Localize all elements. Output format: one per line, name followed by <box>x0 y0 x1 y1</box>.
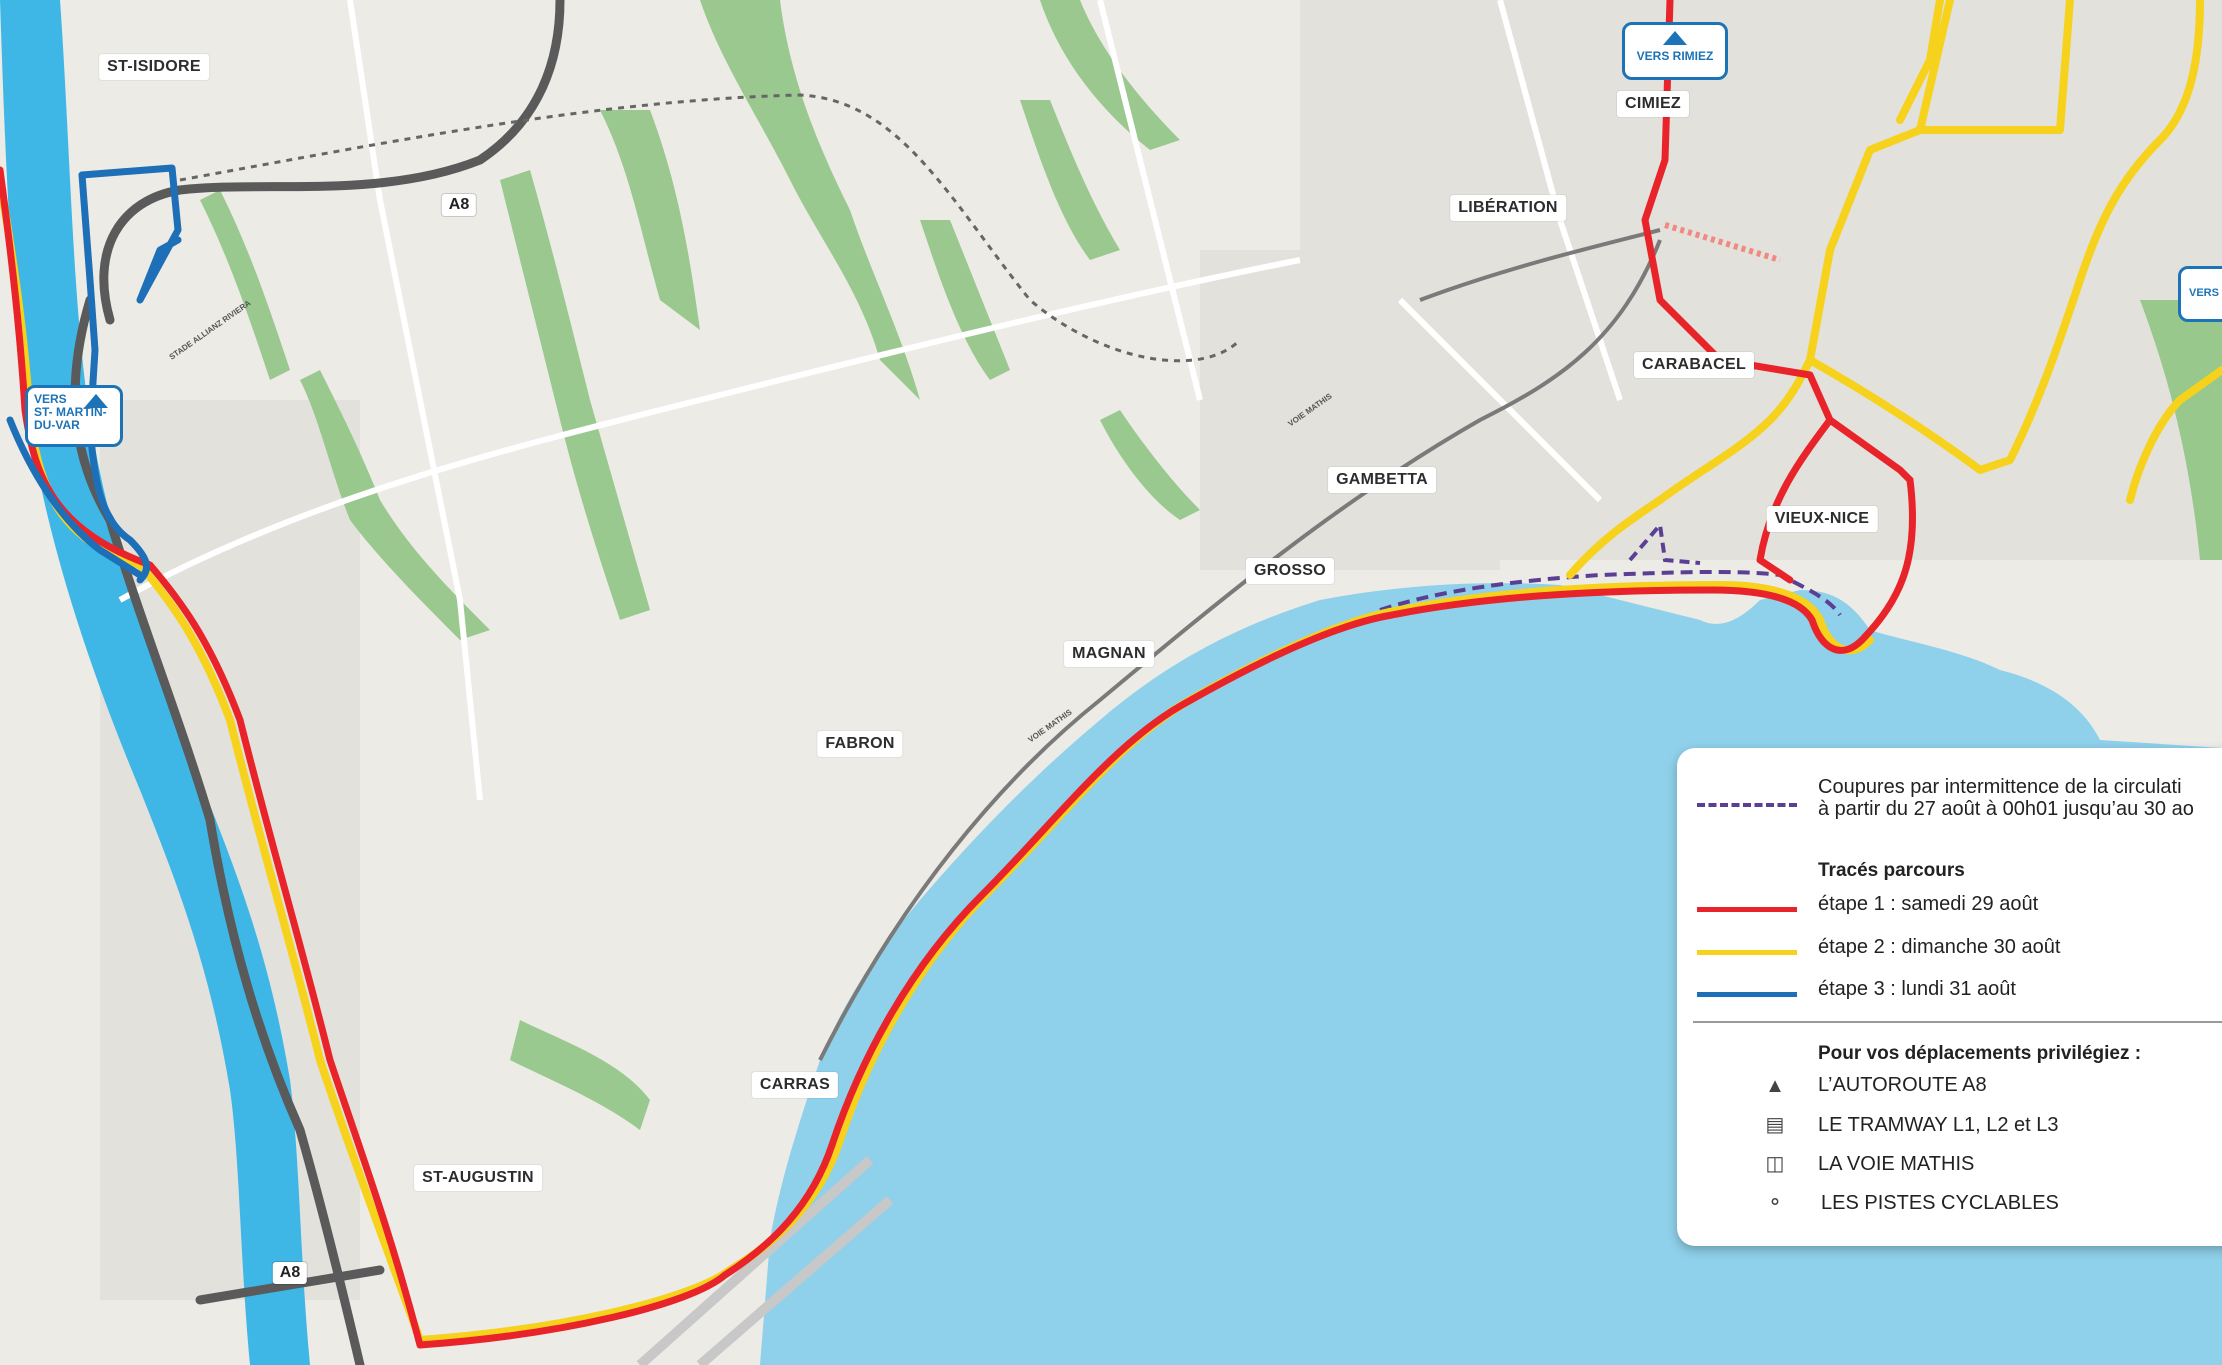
legend-etape2-swatch <box>1697 950 1797 955</box>
legend-opt-tramway: LE TRAMWAY L1, L2 et L3 <box>1818 1114 2059 1136</box>
legend-etape1: étape 1 : samedi 29 août <box>1818 893 2039 915</box>
label-magnan: MAGNAN <box>1064 641 1154 667</box>
motorway-icon: ▲ <box>1765 1075 1785 1097</box>
route-coupures-loop <box>1628 520 1701 565</box>
label-grosso: GROSSO <box>1245 558 1335 584</box>
label-st-augustin: ST-AUGUSTIN <box>414 1165 542 1191</box>
sign-stmartin-line-2: ST- MARTIN- <box>34 405 107 419</box>
legend-coupures-line-2: à partir du 27 août à 00h01 jusqu’au 30 … <box>1818 798 2194 820</box>
legend-etape3: étape 3 : lundi 31 août <box>1818 978 2016 1000</box>
legend-opt-voie: LA VOIE MATHIS <box>1818 1153 1975 1175</box>
motorway-a8 <box>70 0 565 1365</box>
label-vieux-nice: VIEUX-NICE <box>1766 506 1878 532</box>
legend-etape1-swatch <box>1697 907 1797 912</box>
urban-texture <box>100 0 2222 1300</box>
legend-etape3-swatch <box>1697 992 1797 997</box>
legend-opt-autoroute: L’AUTOROUTE A8 <box>1818 1074 1987 1096</box>
sign-stmartin-line-3: DU-VAR <box>34 418 80 432</box>
airport <box>636 1156 894 1365</box>
legend-coupures-swatch <box>1697 803 1797 807</box>
label-st-isidore: ST-ISIDORE <box>99 54 209 80</box>
legend-traces-title: Tracés parcours <box>1818 860 1965 881</box>
legend-opt-pistes: LES PISTES CYCLABLES <box>1821 1192 2059 1214</box>
bike-icon: ⚬ <box>1766 1192 1784 1214</box>
road-shield-a8-south: A8 <box>272 1262 308 1284</box>
triangle-up-icon <box>84 394 108 408</box>
legend-privilegiez-title: Pour vos déplacements privilégiez : <box>1818 1043 2142 1064</box>
label-cimiez: CIMIEZ <box>1616 91 1690 117</box>
label-fabron: FABRON <box>817 731 903 757</box>
legend-etape2: étape 2 : dimanche 30 août <box>1818 936 2061 958</box>
sign-vers-rimiez-text: VERS RIMIEZ <box>1636 49 1714 63</box>
sign-vers-stmartin: VERS ST- MARTIN- DU-VAR <box>25 385 123 447</box>
sign-vers-rimiez: VERS RIMIEZ <box>1622 22 1728 80</box>
roads <box>118 0 1623 801</box>
sign-stmartin-line-1: VERS <box>34 392 67 406</box>
label-gambetta: GAMBETTA <box>1328 467 1436 493</box>
railway <box>818 228 1662 1061</box>
sign-vers-right-text: VERS <box>2189 287 2219 299</box>
green-areas <box>200 0 2222 1130</box>
sign-vers-right: VERS <box>2178 266 2222 322</box>
road-shield-a8-north: A8 <box>441 194 477 216</box>
legend-separator <box>1693 1021 2222 1023</box>
label-liberation: LIBÉRATION <box>1450 195 1566 221</box>
label-carras: CARRAS <box>751 1072 839 1098</box>
triangle-up-icon <box>1663 31 1687 45</box>
legend-coupures-line-1: Coupures par intermittence de la circula… <box>1818 776 2182 798</box>
label-carabacel: CARABACEL <box>1633 352 1755 378</box>
dashed-road <box>179 93 1242 363</box>
car-icon: ◫ <box>1765 1153 1785 1175</box>
map-legend: Coupures par intermittence de la circula… <box>1677 748 2222 1246</box>
tram-icon: ▤ <box>1765 1114 1785 1136</box>
route-coupures <box>1379 569 1842 617</box>
